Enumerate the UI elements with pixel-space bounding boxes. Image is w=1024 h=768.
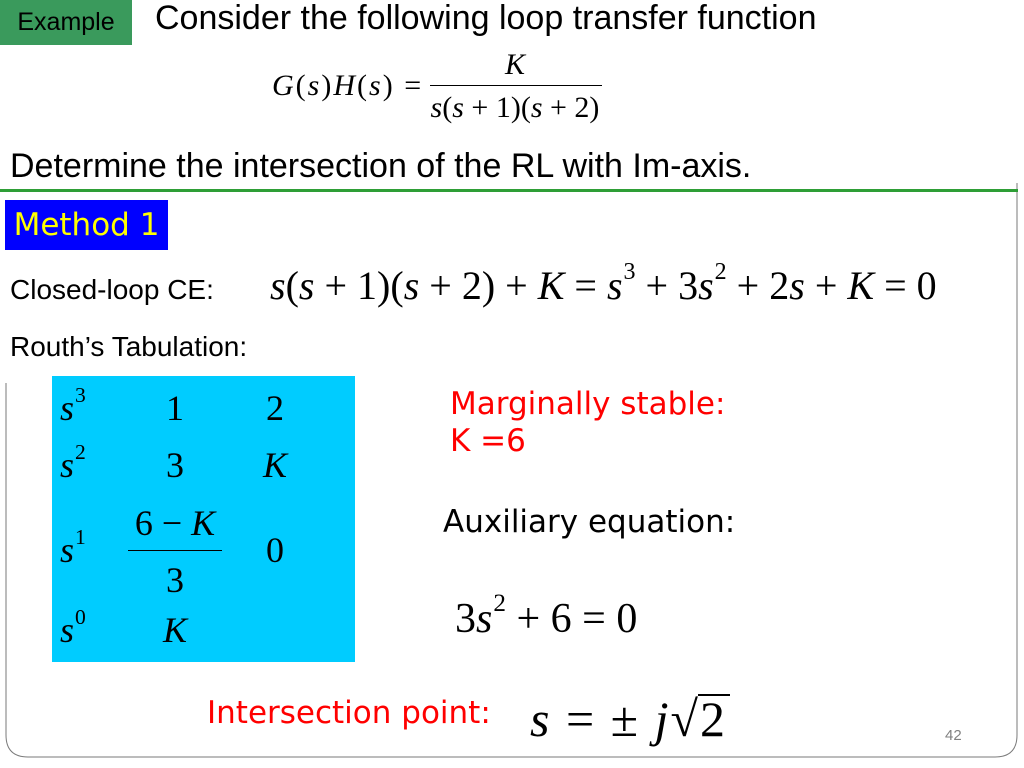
radicand: 2	[697, 694, 730, 744]
transfer-function-lhs: G(s)H(s) =	[272, 69, 424, 102]
equation-exponent: 2	[493, 589, 506, 617]
math-variable: s	[60, 388, 75, 428]
math-variable: s	[369, 69, 383, 102]
equation-exponent: 2	[714, 258, 727, 285]
transfer-function-denominator: s(s + 1)(s + 2)	[430, 91, 600, 124]
equation-part: + 3s	[635, 263, 714, 308]
equation-part: + 6 = 0	[505, 596, 638, 642]
routh-power-exponent: 2	[75, 439, 86, 464]
routh-fraction-denominator: 3	[166, 560, 184, 600]
routh-row-power: s2	[60, 440, 86, 490]
math-variable: s	[430, 91, 443, 124]
routh-power-variable: s	[60, 530, 74, 570]
transfer-function-fraction: K s(s + 1)(s + 2)	[428, 48, 602, 128]
closed-loop-label: Closed-loop CE:	[10, 274, 214, 305]
math-variable: s	[270, 263, 286, 308]
task-statement: Determine the intersection of the RL wit…	[10, 147, 752, 185]
method-badge: Method 1	[5, 200, 168, 250]
math-variable: K	[162, 610, 187, 650]
marginal-stability-gain: K =6	[450, 423, 526, 459]
math-variable: H	[333, 69, 358, 102]
routh-table: s3 1 2 s2 3 K s1 6 − K 3 0 s0 K	[52, 376, 355, 662]
routh-power-exponent: 1	[75, 524, 86, 549]
math-variable: s	[698, 263, 714, 308]
math-variable: s	[452, 91, 464, 124]
math-variable: s	[476, 596, 493, 642]
closed-loop-equation: s(s + 1)(s + 2) + K = s3 + 3s2 + 2s + K …	[270, 258, 937, 316]
equation-part: s(s + 1)(s + 2) + K = s	[270, 263, 623, 308]
math-variable: s	[606, 263, 623, 308]
math-variable: s	[403, 263, 420, 308]
slide-title: Consider the following loop transfer fun…	[155, 0, 817, 37]
math-variable: K	[847, 263, 875, 308]
routh-label: Routh’s Tabulation:	[10, 331, 248, 362]
method-badge-label: Method 1	[13, 207, 160, 243]
routh-power-variable: s	[60, 388, 74, 428]
equation-part: 3s	[455, 596, 493, 642]
example-badge-label: Example	[17, 8, 115, 36]
math-variable: s	[60, 445, 75, 485]
math-variable: G	[272, 69, 296, 102]
auxiliary-equation-label: Auxiliary equation:	[443, 504, 736, 540]
math-variable: K	[537, 263, 565, 308]
math-variable: K	[504, 48, 525, 81]
math-variable: s	[298, 263, 315, 308]
equation-exponent: 3	[623, 258, 636, 285]
routh-power-variable: s	[60, 445, 74, 485]
math-variable: K	[191, 503, 216, 543]
fraction-bar	[430, 85, 602, 86]
math-variable: s	[60, 610, 75, 650]
radical-sign: √	[670, 691, 700, 747]
section-divider	[0, 189, 1018, 192]
routh-cell: 1	[166, 388, 184, 428]
routh-cell: 3	[166, 445, 184, 485]
equation-part: + 2s + K = 0	[726, 263, 937, 308]
routh-row-power: s1	[60, 525, 86, 575]
intersection-point-label: Intersection point:	[207, 695, 491, 731]
routh-cell: K	[135, 610, 215, 650]
routh-cell: 0	[266, 530, 284, 570]
math-variable: j	[654, 691, 671, 747]
routh-row-power: s0	[60, 605, 86, 655]
routh-power-variable: s	[60, 610, 74, 650]
routh-cell: K	[235, 445, 315, 485]
math-variable: s	[307, 69, 322, 102]
math-variable: s	[530, 91, 543, 124]
math-variable: K	[262, 445, 287, 485]
example-badge: Example	[0, 0, 132, 45]
intersection-point-equation: s = ± j√2	[530, 691, 730, 747]
routh-cell: 2	[266, 388, 284, 428]
auxiliary-equation: 3s2 + 6 = 0	[455, 590, 638, 650]
math-variable: s	[60, 530, 75, 570]
routh-fraction-bar	[128, 550, 222, 551]
routh-power-exponent: 3	[75, 382, 86, 407]
page-number: 42	[945, 727, 962, 744]
routh-power-exponent: 0	[75, 604, 86, 629]
equation-part: s = ± j	[530, 691, 671, 747]
math-variable: s	[789, 263, 805, 308]
math-variable: s	[530, 691, 552, 747]
routh-row-power: s3	[60, 383, 86, 433]
routh-fraction-numerator: 6 − K	[134, 503, 216, 543]
transfer-function-numerator: K	[428, 48, 602, 82]
marginal-stability-label: Marginally stable:	[450, 386, 726, 422]
